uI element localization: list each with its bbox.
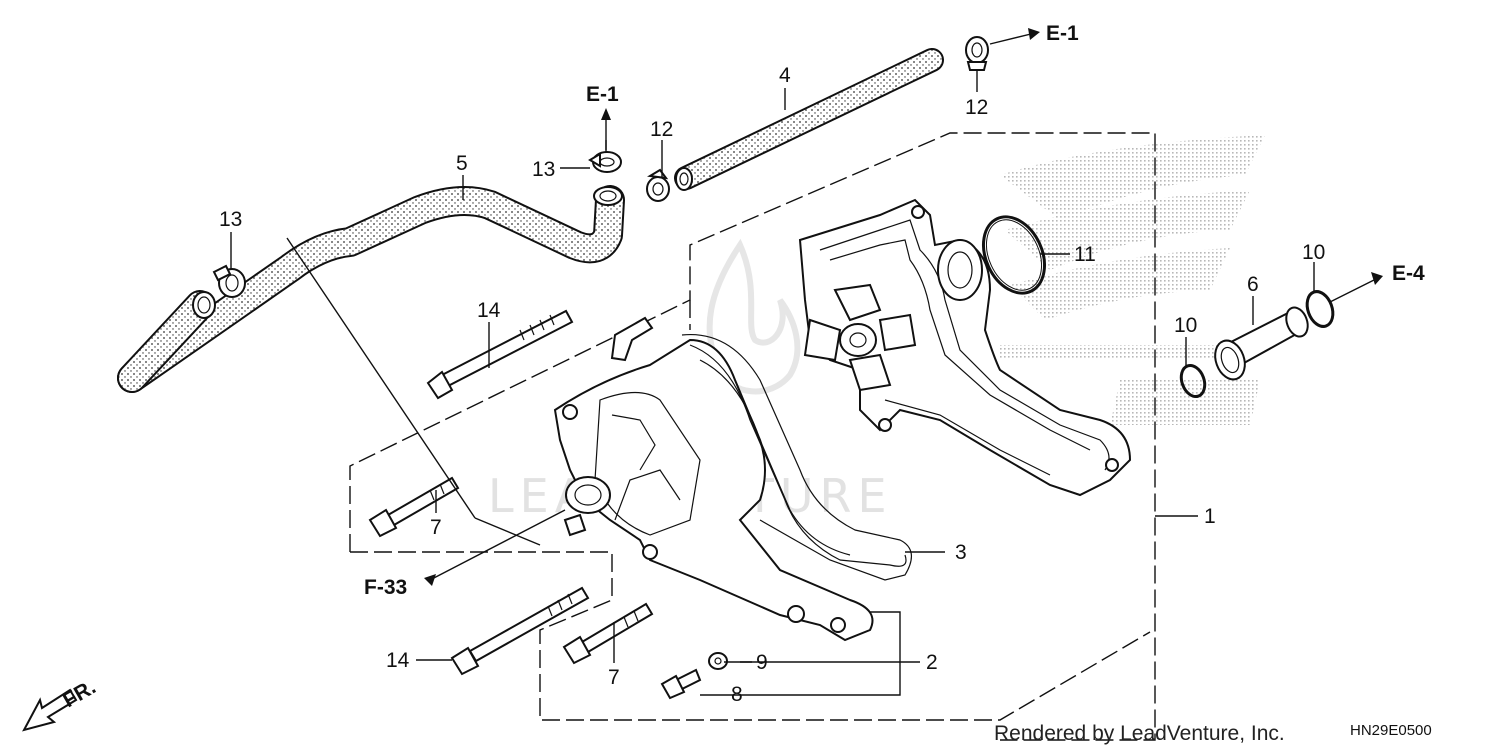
- front-arrow-icon: FR.: [22, 675, 100, 732]
- reference-labels: E-1 E-1 E-4 F-33: [364, 22, 1425, 599]
- bolt-8: [660, 668, 702, 700]
- callout-7-upper: 7: [430, 516, 442, 539]
- ref-f33: F-33: [364, 576, 407, 599]
- callout-11: 11: [1074, 243, 1096, 266]
- bolt-7-lower: [562, 602, 654, 665]
- credit-text: Rendered by LeadVenture, Inc.: [994, 722, 1285, 745]
- callout-5: 5: [456, 152, 468, 175]
- callout-1: 1: [1204, 505, 1216, 528]
- callout-8: 8: [731, 683, 743, 706]
- ref-e1-mid: E-1: [586, 83, 619, 106]
- ref-e1-top: E-1: [1046, 22, 1079, 45]
- clamp-13-left: [212, 264, 246, 298]
- diagram-code: HN29E0500: [1350, 722, 1432, 739]
- washer-9: [708, 652, 728, 670]
- clamp-12-top: [965, 36, 989, 71]
- gasket-3: [681, 333, 912, 581]
- assembly-outline: [349, 132, 1156, 741]
- ref-arrows: [424, 28, 1383, 586]
- water-pump-body: [798, 198, 1132, 497]
- callout-2: 2: [926, 651, 938, 674]
- callout-10-right: 10: [1302, 241, 1325, 264]
- leader-lines: [230, 70, 1315, 696]
- callout-12-mid: 12: [650, 118, 673, 141]
- ref-e4: E-4: [1392, 262, 1425, 285]
- callout-7-lower: 7: [608, 666, 620, 689]
- callout-3: 3: [955, 541, 967, 564]
- clamp-13-top: [588, 151, 622, 173]
- o-ring-11: [982, 215, 1046, 295]
- o-ring-10-left: [1179, 364, 1207, 398]
- hose-5: [117, 185, 625, 393]
- pipe-6: [1214, 306, 1309, 381]
- bolt-14-upper: [426, 309, 574, 400]
- callout-12-top: 12: [965, 96, 988, 119]
- callout-14-upper: 14: [477, 299, 501, 322]
- brand-wing-watermark: [1000, 135, 1265, 425]
- bolt-7-upper: [368, 476, 460, 538]
- bolt-14-lower: [450, 586, 590, 676]
- hose-4: [674, 48, 944, 191]
- callout-13-top: 13: [532, 158, 555, 181]
- callout-labels: 1 2 3 4 5 6 7 7 8 9 10 10 11 12 12 13 13…: [219, 64, 1325, 706]
- callout-9: 9: [756, 651, 768, 674]
- o-ring-10-right: [1305, 290, 1335, 328]
- callout-14-lower: 14: [386, 649, 410, 672]
- callout-13-left: 13: [219, 208, 242, 231]
- callout-4: 4: [779, 64, 791, 87]
- clamp-12-mid: [646, 168, 670, 202]
- water-pump-cover: [553, 316, 907, 642]
- callout-10-left: 10: [1174, 314, 1197, 337]
- callout-6: 6: [1247, 273, 1259, 296]
